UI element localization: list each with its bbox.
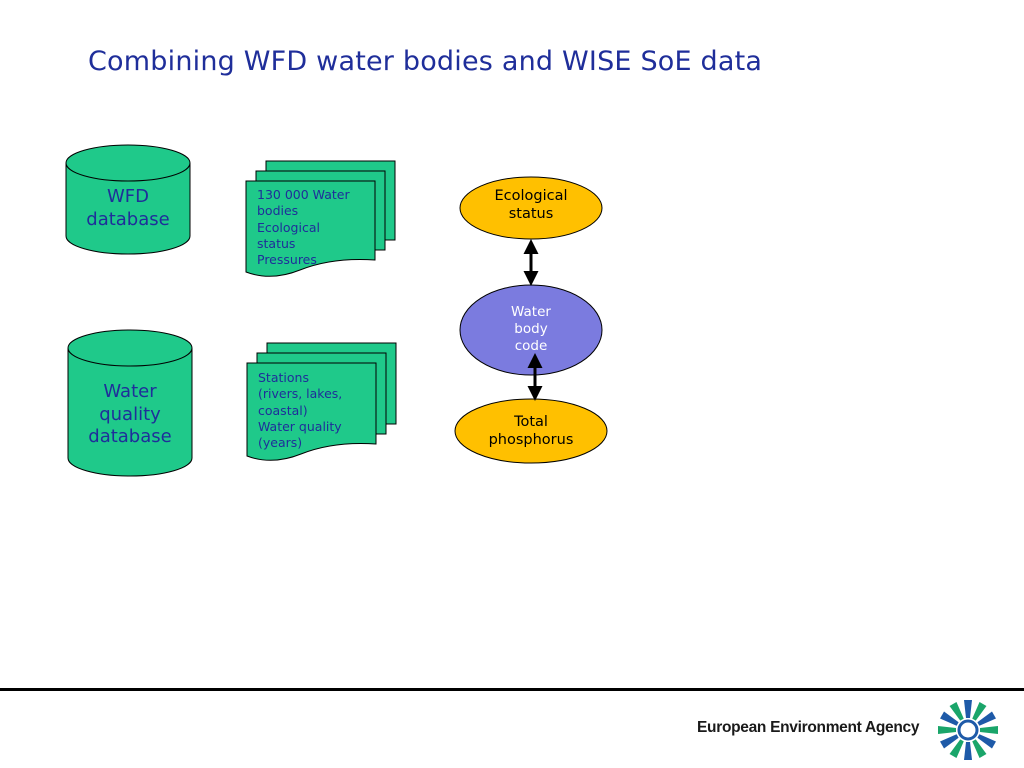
logo-ray <box>964 742 972 760</box>
logo-ray <box>940 711 959 726</box>
water-quality-database-label: Water quality database <box>88 381 172 447</box>
agency-name: European Environment Agency <box>697 719 920 736</box>
logo-ray <box>949 739 964 758</box>
water-bodies-document-text: 130 000 Water bodies Ecological status P… <box>257 187 350 267</box>
water-bodies-document-stack <box>245 160 396 277</box>
water-quality-database-cylinder <box>67 329 193 477</box>
logo-ray <box>972 702 987 721</box>
logo-core <box>957 719 979 741</box>
logo-ray <box>977 711 996 726</box>
wfd-database-cylinder <box>65 144 191 255</box>
logo-ray <box>977 734 996 749</box>
slide-title: Combining WFD water bodies and WISE SoE … <box>88 46 763 77</box>
eea-logo-icon <box>938 700 998 760</box>
logo-ray <box>964 700 972 718</box>
logo-ray <box>980 726 998 734</box>
logo-ray <box>938 726 956 734</box>
ecological-status-label: Ecological status <box>494 188 568 223</box>
footer-divider <box>0 688 1024 691</box>
water-body-code-label: Water body code <box>511 304 551 354</box>
total-phosphorus-label: Total phosphorus <box>488 414 574 449</box>
logo-ray <box>940 734 959 749</box>
wfd-database-label: WFD database <box>86 186 170 230</box>
stations-document-stack <box>246 342 397 461</box>
stations-document-text: Stations (rivers, lakes, coastal) Water … <box>258 370 343 450</box>
logo-ray <box>972 739 987 758</box>
logo-ray <box>949 702 964 721</box>
